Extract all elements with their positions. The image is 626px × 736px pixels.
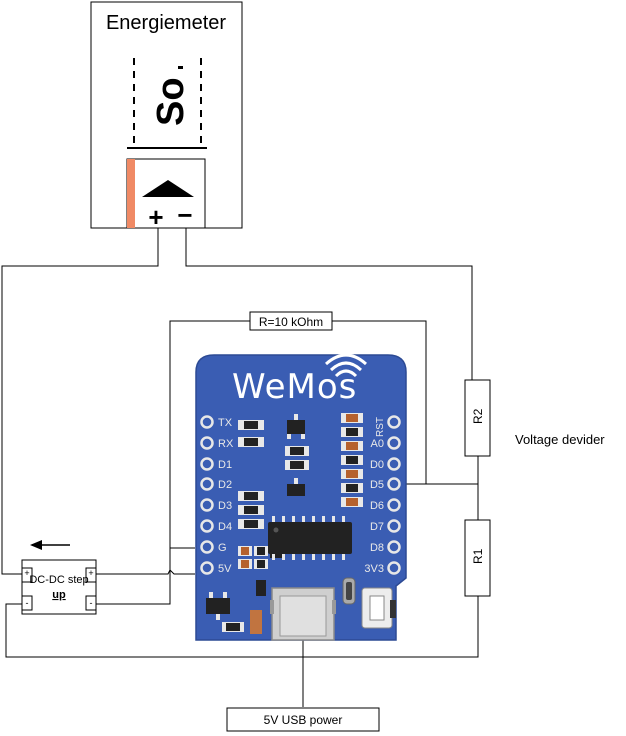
pin-label-3v3: 3V3	[364, 563, 384, 575]
pin-label-d5: D5	[370, 479, 384, 491]
wire-ground-rail	[5, 596, 479, 658]
resistor-10k: R=10 kOhm	[249, 311, 333, 331]
pin-label-a0: A0	[371, 438, 384, 450]
side-connector	[361, 587, 396, 629]
pin-a0	[387, 436, 401, 450]
pin-label-d4: D4	[218, 521, 232, 533]
resistor-r1-label: R1	[471, 548, 485, 564]
pin-d3	[200, 498, 214, 512]
left-pin-header	[200, 415, 214, 575]
pin-3v3	[387, 561, 401, 575]
pin-d6	[387, 498, 401, 512]
wemos-logo: WeMos	[232, 367, 357, 407]
usb-power-label: 5V USB power	[264, 713, 343, 727]
meter-plus-terminal: +	[148, 202, 163, 232]
voltage-divider-label: Voltage devider	[515, 432, 605, 447]
meter-minus-terminal: −	[177, 200, 192, 230]
pin-d7	[387, 519, 401, 533]
usb-power-source: 5V USB power	[226, 707, 380, 732]
so-label: So	[150, 77, 192, 126]
pin-label-rst: RST	[375, 417, 386, 437]
pin-label-d0: D0	[370, 459, 384, 471]
direction-arrow-icon	[30, 540, 42, 550]
wire-resistor-to-gnd	[169, 320, 250, 549]
right-pin-header	[387, 415, 401, 575]
dcdc-label: DC-DC step	[29, 574, 88, 586]
left-pin-labels: TX RX D1 D2 D3 D4 G 5V	[218, 417, 234, 575]
dcdc-box	[21, 559, 97, 615]
dcdc-label-up: up	[52, 589, 66, 601]
smd-components	[206, 413, 363, 634]
resistor-r1: R1	[464, 519, 491, 597]
wire-meter-minus	[185, 228, 473, 380]
wire-dcdc-to-gnd	[96, 548, 171, 605]
so-mark	[178, 66, 183, 69]
wemos-d1-mini: WeMos TX RX D1 D2 D3 D4 G 5V	[195, 353, 407, 641]
pin-label-5v: 5V	[218, 563, 232, 575]
pin-d0	[387, 457, 401, 471]
wires	[1, 228, 479, 707]
pin-label-d2: D2	[218, 479, 232, 491]
dcdc-step-up: + + - - DC-DC step up	[21, 540, 97, 615]
wire-dcdc-to-5v	[96, 569, 195, 575]
pin-tx	[200, 415, 214, 429]
connector-stripe	[127, 159, 135, 228]
micro-usb-connector	[270, 587, 336, 641]
pin-label-tx: TX	[218, 417, 233, 429]
pin-g	[200, 540, 214, 554]
dcdc-pad-in-minus	[21, 595, 33, 611]
dcdc-pad-in-plus	[21, 567, 33, 583]
right-pin-labels: RST A0 D0 D5 D6 D7 D8 3V3	[364, 417, 386, 575]
pin-rst	[387, 415, 401, 429]
pin-d5	[387, 477, 401, 491]
pin-label-d8: D8	[370, 542, 384, 554]
dcdc-pad-out-minus	[85, 595, 97, 611]
connector-arrow-icon	[142, 180, 194, 197]
resistor-r2-label: R2	[471, 408, 485, 424]
pin-5v	[200, 561, 214, 575]
pin-label-g: G	[218, 542, 227, 554]
energy-meter: Energiemeter So + −	[90, 1, 243, 232]
pin-rx	[200, 436, 214, 450]
dcdc-in-plus: +	[24, 568, 29, 578]
pin-d8	[387, 540, 401, 554]
dcdc-in-minus: -	[26, 598, 29, 608]
wire-resistor-to-d5	[332, 320, 427, 485]
dcdc-out-minus: -	[90, 598, 93, 608]
pin-d2	[200, 477, 214, 491]
dcdc-pad-out-plus	[85, 567, 97, 583]
meter-title: Energiemeter	[106, 12, 226, 34]
pin-label-d7: D7	[370, 521, 384, 533]
wifi-icon	[324, 353, 368, 378]
pin-d4	[200, 519, 214, 533]
wire-meter-plus	[1, 228, 159, 575]
pin-label-rx: RX	[218, 438, 234, 450]
pin-label-d3: D3	[218, 500, 232, 512]
pin-label-d6: D6	[370, 500, 384, 512]
ch340-chip	[268, 522, 352, 554]
resistor-10k-label: R=10 kOhm	[259, 315, 323, 329]
pin-d1	[200, 457, 214, 471]
dcdc-out-plus: +	[88, 568, 93, 578]
pin-label-d1: D1	[218, 459, 232, 471]
resistor-r2: R2	[464, 379, 491, 457]
